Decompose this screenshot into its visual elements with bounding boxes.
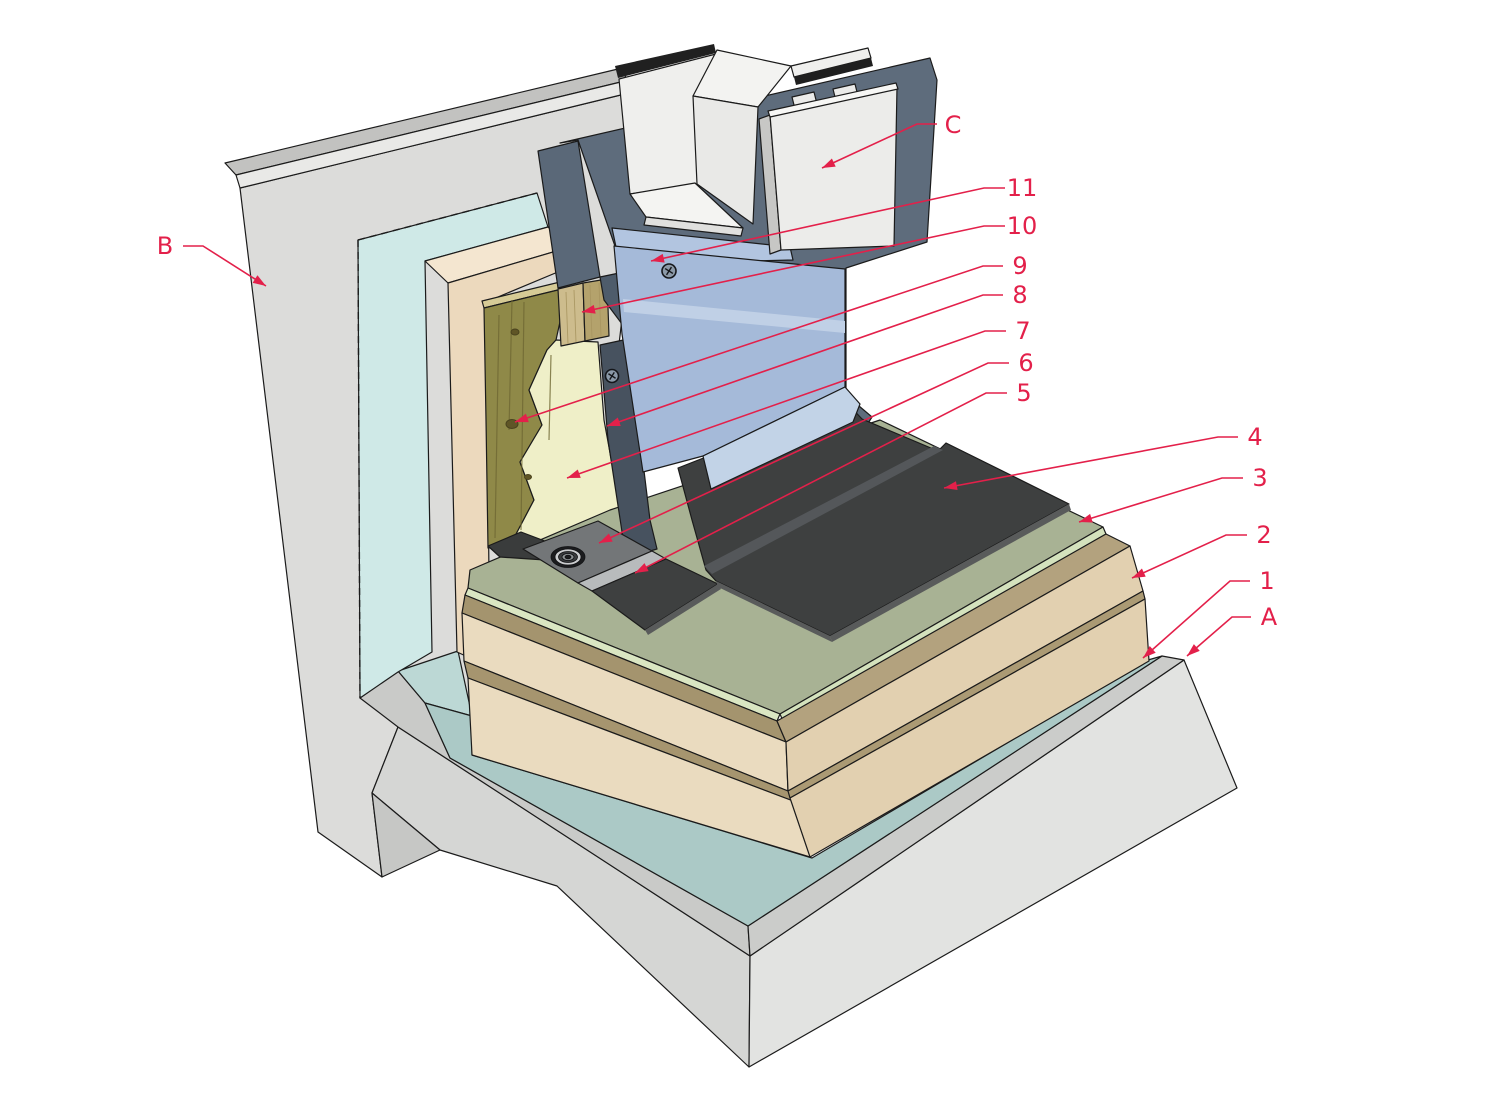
callout-leader-9 bbox=[514, 265, 1003, 423]
callout-arrowhead-11 bbox=[651, 253, 665, 263]
callout-label-3: 3 bbox=[1252, 464, 1267, 492]
wood-blocking-front bbox=[557, 282, 586, 347]
callout-label-A: A bbox=[1261, 603, 1278, 631]
callout-arrowhead-A bbox=[1187, 644, 1200, 656]
callout-leader-11 bbox=[650, 187, 1005, 262]
membrane-wall-panel-teal bbox=[357, 192, 549, 699]
membrane-edge-left bbox=[716, 581, 832, 642]
sketch-dashed-edge bbox=[357, 192, 538, 241]
callout-arrowhead-8 bbox=[607, 417, 621, 426]
callout-label-11: 11 bbox=[1007, 174, 1038, 202]
membrane-edge-right bbox=[830, 504, 1071, 642]
counterflashing-highlight bbox=[623, 299, 845, 333]
callout-leader-A bbox=[1186, 616, 1251, 657]
callout-leader-1 bbox=[1142, 580, 1250, 659]
plywood-grain-line bbox=[520, 301, 525, 531]
callout-arrowhead-7 bbox=[567, 469, 581, 478]
counterflashing-kick bbox=[702, 386, 861, 490]
callout-label-1: 1 bbox=[1259, 567, 1274, 595]
callout-arrowhead-9 bbox=[515, 413, 529, 423]
callout-label-4: 4 bbox=[1247, 423, 1262, 451]
coping-slot-gap bbox=[615, 44, 716, 78]
callout-leader-7 bbox=[566, 330, 1006, 479]
callout-label-7: 7 bbox=[1015, 317, 1030, 345]
callout-arrowhead-B bbox=[252, 275, 266, 286]
callout-leader-B bbox=[183, 245, 267, 287]
membrane-seam bbox=[704, 446, 943, 574]
membrane-cover-strip-edge bbox=[645, 584, 721, 635]
blocking-grain-line bbox=[598, 282, 602, 338]
wall-notch-face bbox=[371, 792, 441, 878]
callout-leader-C bbox=[821, 123, 937, 169]
callout-label-5: 5 bbox=[1016, 379, 1031, 407]
callout-arrowhead-C bbox=[822, 158, 836, 168]
callout-arrowhead-6 bbox=[599, 533, 613, 543]
callout-leader-8 bbox=[606, 294, 1003, 427]
coping-back-gap bbox=[794, 58, 873, 85]
screw-slot bbox=[609, 372, 615, 380]
callout-label-6: 6 bbox=[1018, 349, 1033, 377]
coping-cover-top-edge bbox=[767, 82, 899, 118]
callout-leader-6 bbox=[598, 362, 1009, 544]
callout-label-2: 2 bbox=[1256, 521, 1271, 549]
insulation-board2-right bbox=[789, 598, 1150, 858]
callout-arrowhead-2 bbox=[1132, 568, 1146, 578]
coping-box-front bbox=[692, 95, 759, 225]
screw-slot bbox=[665, 266, 673, 276]
plywood-grain-line bbox=[548, 354, 552, 441]
sketch-dashed-edge bbox=[357, 239, 361, 699]
callout-arrowhead-10 bbox=[582, 304, 596, 314]
callout-label-C: C bbox=[945, 111, 962, 139]
coping-pan-lip bbox=[643, 216, 744, 237]
callout-leader-5 bbox=[634, 392, 1007, 574]
callout-arrowhead-1 bbox=[1143, 646, 1156, 658]
callout-leader-4 bbox=[943, 436, 1238, 489]
blocking-grain-line bbox=[573, 289, 577, 343]
callout-leader-2 bbox=[1131, 534, 1247, 579]
membrane-fastener bbox=[564, 554, 572, 560]
callout-leader-3 bbox=[1078, 477, 1243, 523]
callout-leader-10 bbox=[581, 225, 1005, 313]
plywood-knot bbox=[510, 328, 520, 336]
callout-label-9: 9 bbox=[1012, 252, 1027, 280]
callout-arrowhead-5 bbox=[635, 563, 649, 573]
callout-arrowhead-4 bbox=[944, 481, 958, 491]
callout-arrowhead-3 bbox=[1079, 513, 1093, 523]
callout-label-8: 8 bbox=[1012, 281, 1027, 309]
plywood-knot bbox=[524, 474, 532, 480]
plywood-grain-line bbox=[508, 299, 513, 431]
blocking-grain-line bbox=[565, 291, 569, 345]
plywood-grain-line bbox=[494, 314, 500, 539]
callout-label-10: 10 bbox=[1007, 212, 1038, 240]
callout-label-B: B bbox=[157, 232, 173, 260]
